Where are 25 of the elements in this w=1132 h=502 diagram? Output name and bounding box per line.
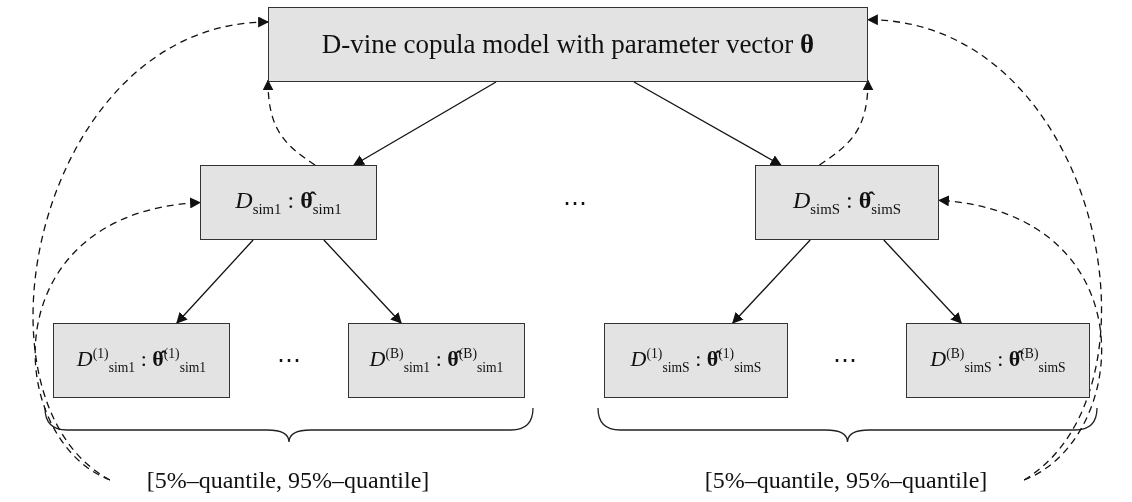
process-box [906, 323, 1090, 398]
node-text: D-vine copula model with parameter vector θ [321, 29, 815, 60]
arrow [323, 239, 402, 324]
dashed-arrow [32, 17, 270, 481]
arrow [883, 239, 962, 324]
process-box [200, 165, 377, 240]
ellipsis: ⋯ [833, 346, 857, 374]
dashed-arrow [262, 79, 316, 166]
process-box [53, 323, 230, 398]
process-box [348, 323, 525, 398]
dashed-arrow [866, 15, 1102, 481]
dashed-arrow [818, 79, 874, 166]
ellipsis: ⋯ [563, 189, 587, 217]
ellipsis: ⋯ [277, 346, 301, 374]
arrow [633, 81, 782, 166]
dashed-arrow [34, 198, 202, 481]
process-box [604, 323, 788, 398]
node-text: D$_{simS}$ : θ̂$_{simS}$ [792, 187, 902, 218]
arrow [732, 239, 811, 324]
dashed-arrow [937, 196, 1102, 481]
arrow [176, 239, 254, 324]
arrow [353, 81, 497, 166]
node-text: D$_{sim1}$ : θ̂$_{sim1}$ [235, 187, 342, 218]
process-box [755, 165, 939, 240]
process-box [268, 7, 868, 82]
